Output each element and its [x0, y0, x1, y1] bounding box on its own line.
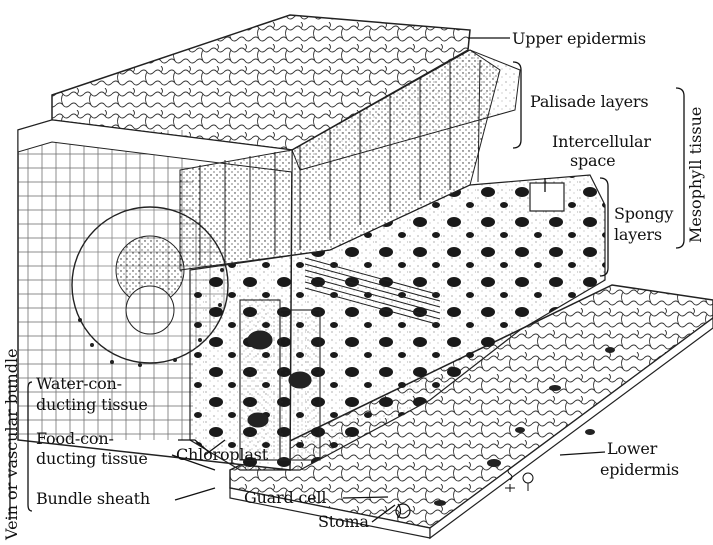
label-lower-epidermis-line1: Lower — [607, 440, 657, 458]
label-spongy-line2: layers — [614, 226, 662, 244]
label-mesophyll-tissue: Mesophyll tissue — [686, 107, 705, 243]
label-water-tissue-line2: ducting tissue — [36, 396, 148, 414]
label-bundle-sheath: Bundle sheath — [36, 490, 150, 508]
label-palisade-layers: Palisade layers — [530, 93, 648, 111]
spongy-front-column — [240, 300, 320, 460]
label-spongy-line1: Spongy — [614, 205, 673, 223]
label-upper-epidermis: Upper epidermis — [512, 30, 646, 48]
label-lower-epidermis-line2: epidermis — [600, 461, 679, 479]
label-chloroplast: Chloroplast — [176, 446, 268, 464]
label-intercellular-line2: space — [570, 152, 615, 170]
label-guard-cell: Guard cell — [244, 489, 326, 507]
label-food-tissue-line1: Food-con- — [36, 430, 114, 448]
label-stoma: Stoma — [318, 513, 369, 531]
label-intercellular-line1: Intercellular — [552, 133, 651, 151]
label-vein-vascular-bundle: Vein or vascular bundle — [2, 348, 21, 540]
label-food-tissue-line2: ducting tissue — [36, 450, 148, 468]
label-water-tissue-line1: Water-con- — [36, 375, 122, 393]
